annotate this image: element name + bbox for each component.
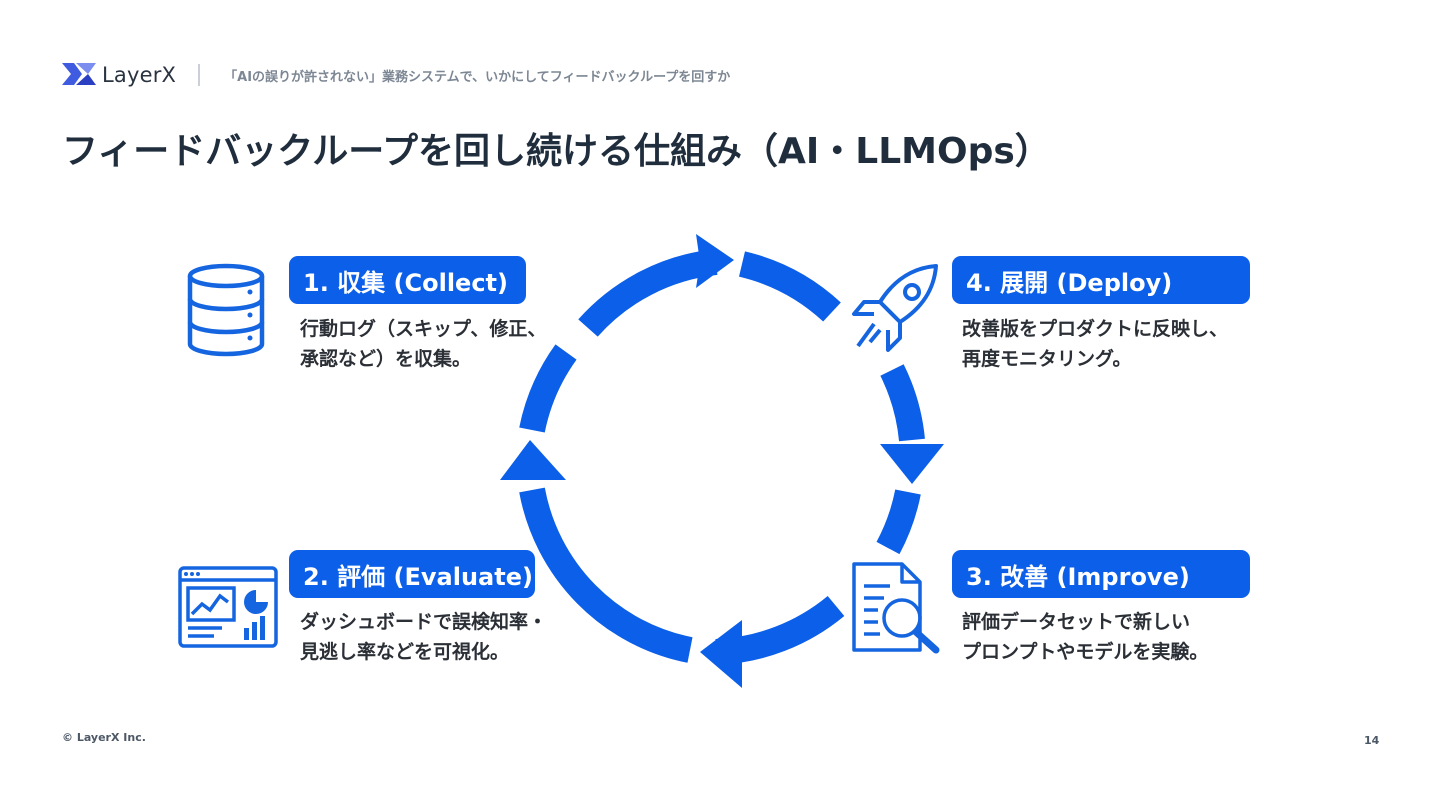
step-improve-description: 評価データセットで新しい プロンプトやモデルを実験。 [962,611,1209,663]
step-collect-label: 1. 収集 (Collect) [289,256,526,304]
cycle-arc-evaluate-to-collect [519,487,693,663]
dashboard-icon [178,566,278,648]
header-subtitle: 「AIの誤りが許されない」業務システムで、いかにしてフィードバックループを回すか [224,69,731,85]
database-icon [187,263,265,357]
layerx-logo-icon [62,63,96,85]
rocket-icon [852,264,938,352]
cycle-arc-collect-to-deploy [578,249,718,337]
header: LayerX 「AIの誤りが許されない」業務システムで、いかにしてフィードバック… [62,60,730,90]
cycle-arc-left-upper [519,344,577,433]
page-title: フィードバックループを回し続ける仕組み（AI・LLMOps） [62,131,1051,172]
step-evaluate-description: ダッシュボードで誤検知率・ 見逃し率などを可視化。 [300,611,548,663]
step-deploy-label: 4. 展開 (Deploy) [952,256,1250,304]
header-divider [198,64,201,86]
cycle-arc-deploy-top [738,251,841,322]
page-number: 14 [1364,734,1380,747]
cycle-arc-improve [876,489,921,555]
arrowhead-left [500,440,566,480]
arrowhead-right [880,444,944,484]
arrowhead-bottom [700,620,742,688]
cycle-arc-deploy-to-improve [880,364,925,442]
step-improve-label: 3. 改善 (Improve) [952,550,1250,598]
logo: LayerX [62,61,176,89]
copyright: © LayerX Inc. [62,731,146,744]
logo-text: LayerX [102,63,177,87]
step-deploy-description: 改善版をプロダクトに反映し、 再度モニタリング。 [962,318,1229,370]
step-evaluate-label: 2. 評価 (Evaluate) [289,550,535,598]
document-search-icon [852,562,940,654]
step-collect-description: 行動ログ（スキップ、修正、 承認など）を収集。 [300,318,547,370]
arrowhead-top [696,234,734,288]
